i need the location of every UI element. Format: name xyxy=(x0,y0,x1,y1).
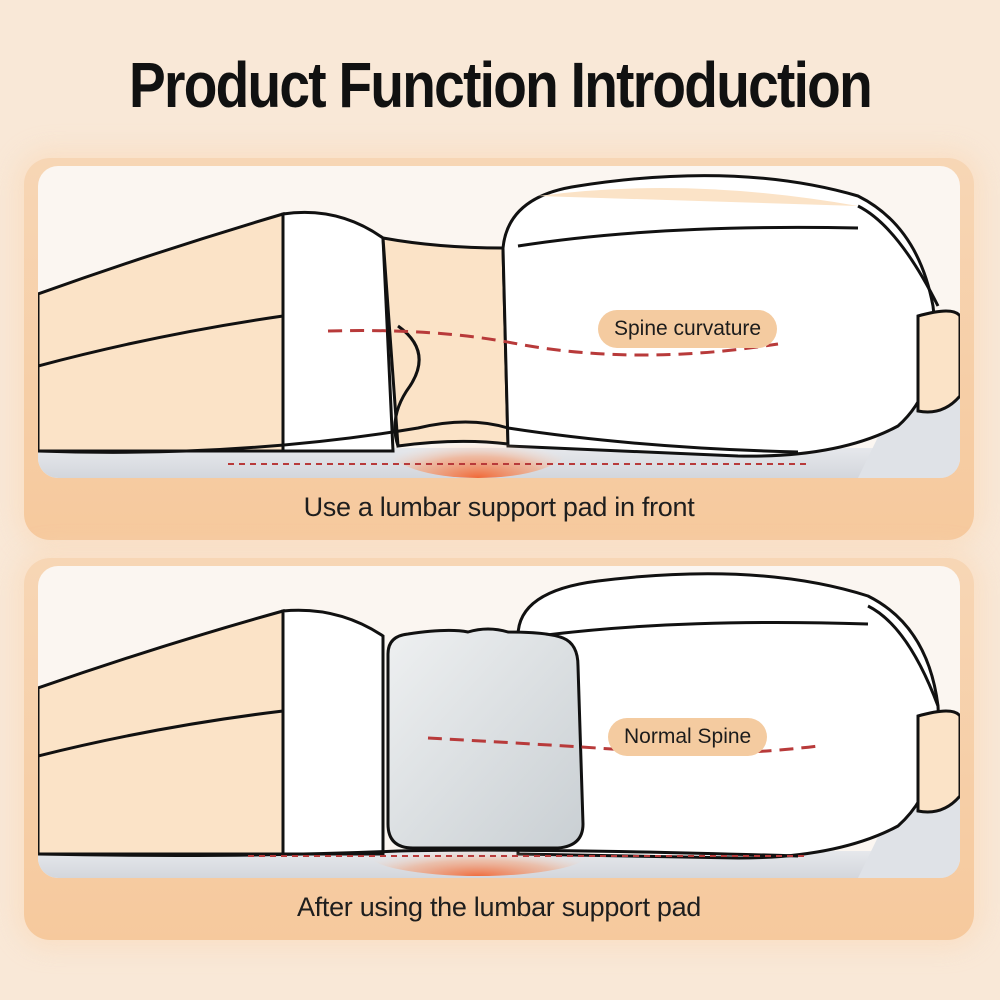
panel-after: Normal Spine After using the lumbar supp… xyxy=(24,558,974,940)
body-illustration xyxy=(38,174,960,478)
panel-before: Spine curvature Use a lumbar support pad… xyxy=(24,158,974,540)
spine-label: Spine curvature xyxy=(598,310,778,348)
page-title: Product Function Introduction xyxy=(129,49,873,121)
illustration-before: Spine curvature xyxy=(38,166,960,478)
illustration-after: Normal Spine xyxy=(38,566,960,878)
spine-label: Normal Spine xyxy=(608,718,768,756)
panel-caption: After using the lumbar support pad xyxy=(296,892,702,922)
panel-caption: Use a lumbar support pad in front xyxy=(303,492,695,522)
lumbar-pad-illustration xyxy=(38,572,960,878)
